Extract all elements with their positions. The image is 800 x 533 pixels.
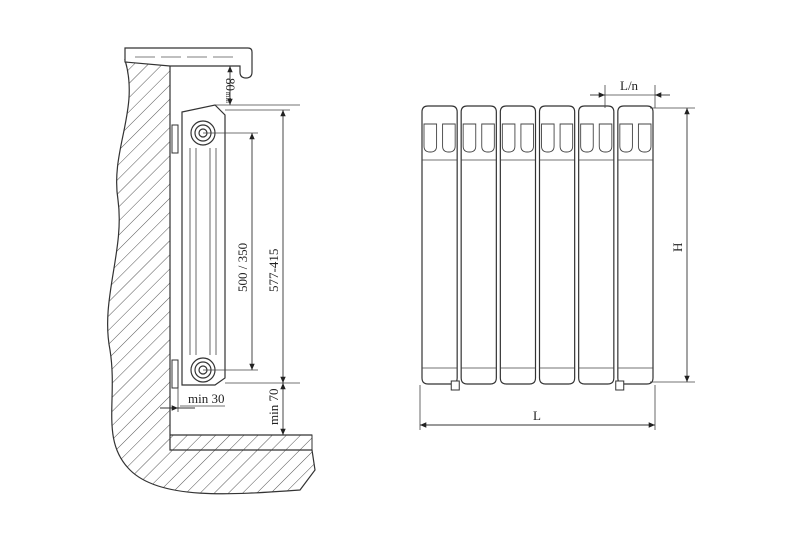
window-sill (124, 47, 253, 79)
section-width-label: L/n (620, 78, 639, 93)
floor-gap-label: min 70 (266, 389, 281, 425)
radiator-side-view (171, 104, 226, 389)
radiator-section (617, 105, 654, 385)
radiator-section (421, 105, 458, 385)
bracket-icon (615, 380, 625, 391)
top-gap-min-label: min (224, 92, 232, 103)
radiator-section (578, 105, 615, 385)
radiator-section (499, 105, 537, 385)
radiator-front-view (421, 105, 654, 391)
radiator-section (460, 105, 497, 385)
bracket-icon (450, 380, 460, 391)
axis-distance-label: 500 / 350 (235, 243, 250, 292)
top-gap-label: 80 (223, 78, 238, 91)
wall-gap-label: min 30 (188, 391, 224, 406)
height-label: 577-415 (266, 249, 281, 292)
side-dimensions: 80 min 500 / 350 577-415 min 70 min 30 (160, 66, 300, 435)
wall-section (107, 59, 316, 495)
height-label-h: H (670, 243, 685, 252)
front-dimensions: L/n H L (419, 78, 695, 430)
radiator-section (538, 105, 576, 385)
length-label: L (533, 408, 541, 423)
